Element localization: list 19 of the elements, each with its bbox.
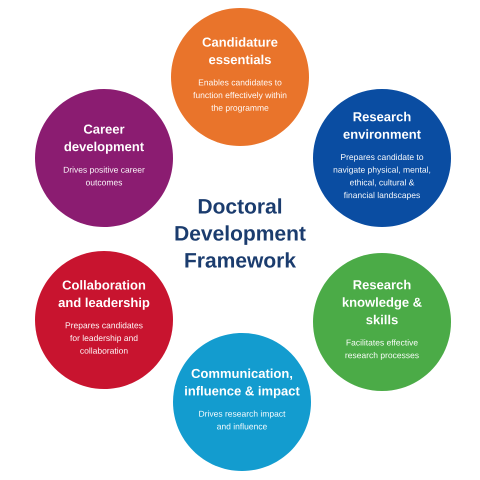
circle-description: Prepares candidates for leadership and collaboration [66,322,143,354]
topic-circle [35,89,173,227]
circle-heading: Research knowledge & skills [342,280,422,324]
circle-heading: Career development [64,124,144,154]
circle-heading: Collaboration and leadership [58,280,150,310]
circle-heading: Candidature essentials [202,37,278,64]
circle-heading: Research environment [344,112,421,139]
topic-circle [35,251,173,389]
circle-description: Prepares candidate to navigate physical, mental, ethical, cultural & financial landscapes [334,154,430,200]
circle-description: Enables candidates to function effectively within the programme [193,79,286,113]
topic-circle [313,253,451,391]
circle-description: Facilitates effective research processes [345,339,419,360]
topic-circle [171,8,309,146]
circle-description: Drives positive career outcomes [64,166,145,186]
topic-circle [173,333,311,471]
diagram-title: Doctoral Development Framework [175,198,306,268]
circle-heading: Communication, influence & impact [185,368,300,398]
circle-description: Drives research impact and influence [199,410,286,430]
topic-circle [313,89,451,227]
